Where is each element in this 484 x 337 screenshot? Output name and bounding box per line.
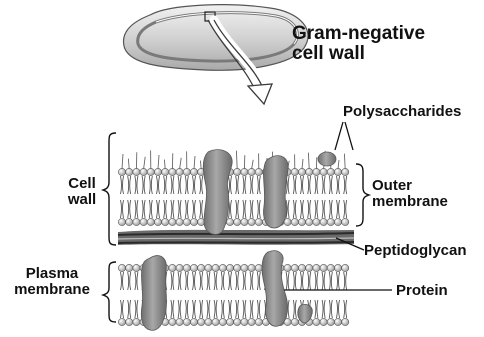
polysaccharides-leader-b [345, 122, 353, 150]
plasma-membrane-protein-2 [262, 251, 288, 327]
polysaccharides-label: Polysaccharides [343, 104, 461, 120]
peptidoglycan-layer [118, 230, 354, 245]
cell-wall-line-2: wall [62, 192, 102, 208]
plasma-membrane-brace [103, 262, 116, 322]
outer-membrane-line-2: membrane [372, 194, 448, 210]
plasma-membrane-protein-1 [141, 256, 166, 331]
polysaccharides-leader-a [335, 122, 343, 150]
outer-membrane-line-1: Outer [372, 178, 448, 194]
outer-membrane-bilayer [118, 150, 348, 225]
bacterium-cell [124, 5, 308, 71]
outer-membrane-protein-2 [263, 156, 288, 228]
title-line-2: cell wall [292, 44, 425, 64]
plasma-membrane-label: Plasma membrane [4, 266, 100, 298]
peptidoglycan-label: Peptidoglycan [364, 243, 467, 259]
outer-membrane-brace [356, 164, 369, 226]
outer-membrane-label: Outer membrane [372, 178, 448, 210]
cell-wall-brace [103, 133, 116, 245]
diagram-title: Gram-negative cell wall [292, 24, 425, 64]
title-line-1: Gram-negative [292, 24, 425, 44]
protein-label: Protein [396, 283, 448, 299]
outer-membrane-protein-3 [318, 152, 336, 166]
cell-wall-label: Cell wall [62, 176, 102, 208]
plasma-membrane-line-1: Plasma [4, 266, 100, 282]
plasma-membrane-line-2: membrane [4, 282, 100, 298]
cell-wall-line-1: Cell [62, 176, 102, 192]
